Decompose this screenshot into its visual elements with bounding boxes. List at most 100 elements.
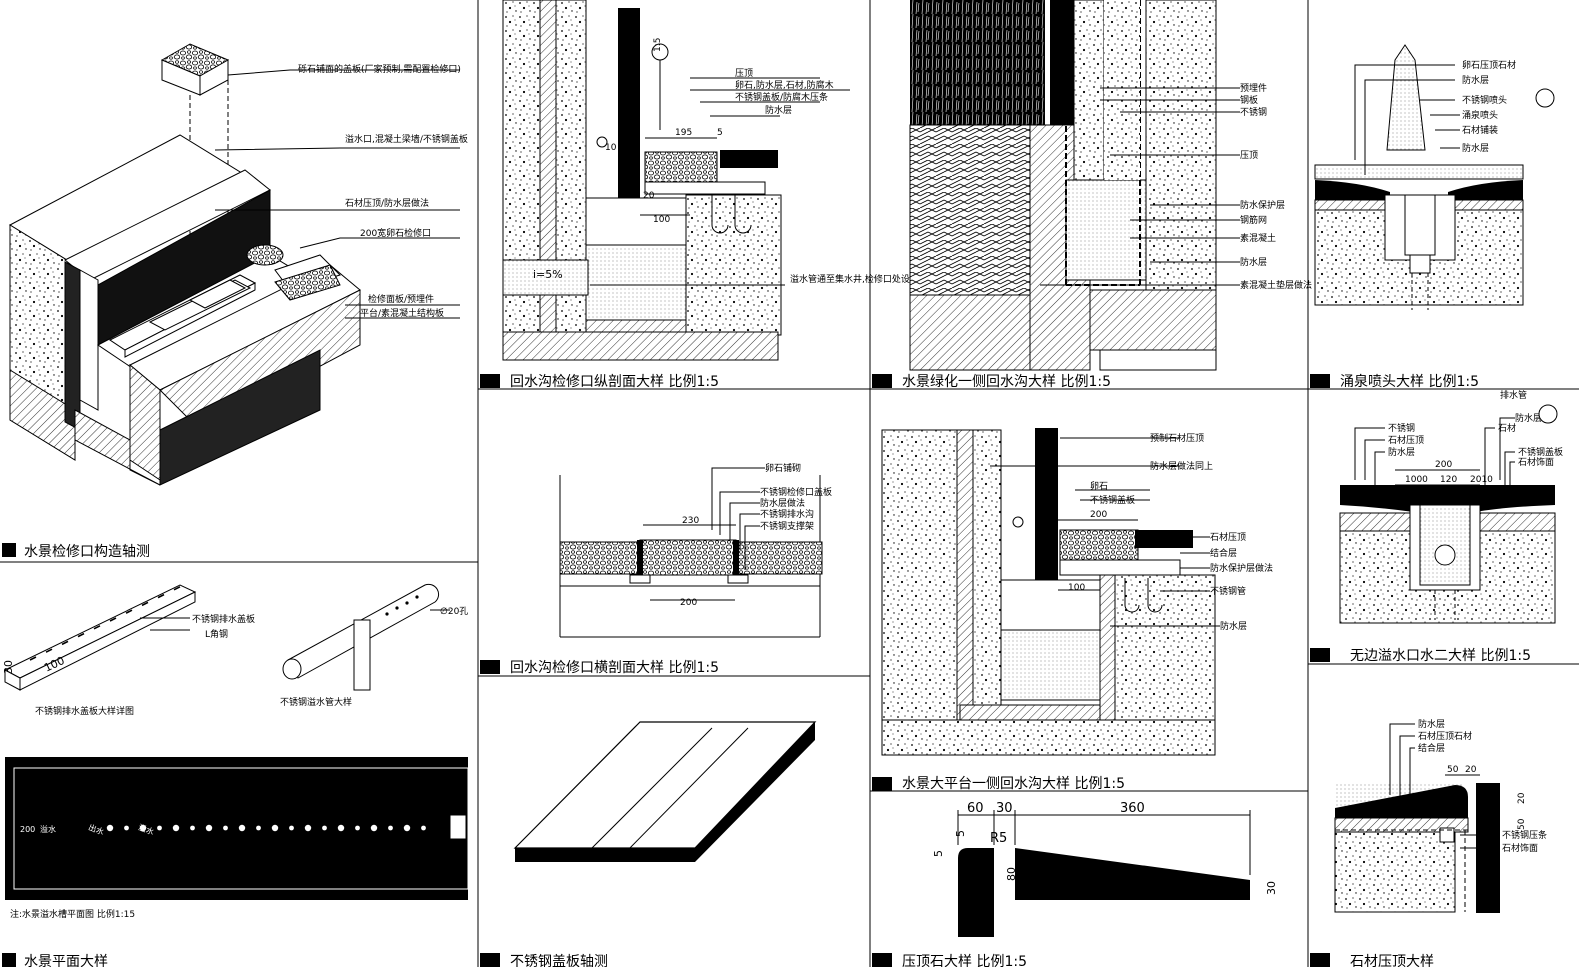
secB-dim-200: 200 [680,598,697,608]
secA-note-6: 溢水管通至集水井,检修口处设置盖板 [790,273,937,285]
secA-note-4: 防水层 [765,104,792,116]
grating-slots [29,586,181,661]
edge-dim-20: 20 [1465,765,1477,775]
edge-note-4: 不锈钢压条 [1502,829,1547,841]
fountain-note-4: 涌泉喷头 [1462,109,1498,121]
secB-note-4: 不锈钢排水沟 [760,508,814,520]
plan-label-1: 200 [20,825,35,834]
weir-title-marker [1310,648,1330,662]
axo-title-marker [2,543,16,557]
axo-note-2: 溢水口,混凝土梁墙/不锈钢盖板 [345,133,468,145]
fountain-note-2: 防水层 [1462,74,1489,86]
secD-note-5: 石材压顶 [1210,531,1246,543]
edge-dim-50: 50 [1447,765,1459,775]
secB-note-1: 卵石铺砌 [765,462,801,474]
axonometric-panel: 砾石铺面的盖板(厂家预制,需配置检修口) 溢水口,混凝土梁墙/不锈钢盖板 石材压… [2,43,468,560]
parts-caption-2: 不锈钢溢水管大样 [280,696,352,708]
profile-dim-5b: 5 [932,850,945,857]
fountain-note-6: 防水层 [1462,142,1489,154]
weir-note-4: 石材 [1498,422,1516,434]
profile-dim-30-right: 30 [1265,881,1278,895]
section-b-panel: 200 230 卵石铺砌 不锈钢检修口盖板 防水层做法 不锈钢排水沟 不锈钢支撑… [480,462,832,676]
grating-slot [157,593,165,599]
weir-note-1: 不锈钢 [1388,422,1415,434]
weir-dim-2010: 2010 [1470,475,1493,485]
plan-hole [355,825,360,831]
profile-dim-360: 360 [1120,801,1145,816]
edge-note-2: 石材压顶石材 [1418,730,1472,742]
axo-note-1: 砾石铺面的盖板(厂家预制,需配置检修口) [298,63,461,75]
fountain-note-3: 不锈钢喷头 [1462,94,1507,106]
section-a-panel: 压顶 卵石,防水层,石材,防腐木 不锈钢盖板/防腐木压条 防水层 1:5 溢水管… [480,0,937,390]
section-c-panel: 预埋件 钢板 不锈钢 压顶 防水保护层 钢筋网 素混凝土 防水层 素混凝土垫层做… [872,0,1312,390]
plan-hole [106,824,114,832]
secB-note-2: 不锈钢检修口盖板 [760,486,832,498]
fountain-note-5: 石材铺装 [1462,124,1498,136]
secD-note-6: 结合层 [1210,547,1237,559]
fountain-title-marker [1310,374,1330,388]
grating-title: 不锈钢盖板轴测 [510,954,608,967]
secC-note-7: 素混凝土 [1240,232,1276,244]
profile-dim-5a: 5 [954,830,967,837]
plan-hole [238,824,246,832]
weir-note-2: 石材压顶 [1388,434,1424,446]
secC-note-3: 不锈钢 [1240,106,1267,118]
plan-hole [337,824,345,832]
parts-caption-1: 不锈钢排水盖板大样详图 [35,705,134,717]
edge-note-1: 防水层 [1418,718,1445,730]
secB-dim-230: 230 [682,516,699,526]
secA-dim-100: 100 [653,215,670,225]
secA-title: 回水沟检修口纵剖面大样 比例1:5 [510,374,719,390]
weir-note-7: 石材饰面 [1518,456,1554,468]
secA-dim-195: 195 [675,128,692,138]
weir-note-8: 排水管 [1500,389,1527,401]
secA-dim-5: 5 [717,128,723,138]
plan-hole [388,825,393,831]
axo-note-3: 石材压顶/防水层做法 [345,197,429,209]
axo-note-5: 检修面板/预埋件 [368,293,434,305]
secC-note-4: 压顶 [1240,150,1258,161]
secB-note-3: 防水层做法 [760,497,805,509]
secD-note-1: 预制石材压顶 [1150,432,1204,444]
secD-dim-200: 200 [1090,510,1107,520]
grating-slot [61,640,69,646]
edge-title: 石材压顶大样 [1350,954,1434,967]
plan-hole [256,825,261,831]
profile-dim-30-top: 30 [996,801,1013,816]
secD-title: 水景大平台一侧回水沟大样 比例1:5 [902,776,1125,792]
plan-hole [289,825,294,831]
secC-note-8: 防水层 [1240,256,1267,268]
weir-dim-200: 200 [1435,460,1452,470]
secD-dim-100: 100 [1068,583,1085,593]
grating-slot [109,617,117,622]
plan-hole [322,825,327,831]
secA-note-1: 压顶 [735,68,753,79]
secA-note-5: 1:5 [653,38,663,52]
parts-note-angle: L角钢 [205,628,228,640]
plan-hole [157,825,162,831]
grating-axo-panel: 不锈钢盖板轴测 [480,721,817,967]
edge-dim-20-right: 20 [1517,792,1527,804]
grating-slot [173,586,181,591]
secC-note-2: 钢板 [1240,94,1258,106]
secD-note-8: 不锈钢管 [1210,585,1246,597]
plan-hole [370,824,378,832]
secA-note-3: 不锈钢盖板/防腐木压条 [735,91,828,103]
plan-hole [205,824,213,832]
secB-title: 回水沟检修口横剖面大样 比例1:5 [510,660,719,676]
parts-dim-30: 30 [2,660,15,674]
secD-note-3: 卵石 [1090,481,1108,492]
grating-slot [45,648,53,653]
pipe-note: ∅20孔 [440,606,468,617]
edge-note-3: 结合层 [1418,742,1445,754]
fountain-note-1: 卵石压顶石材 [1462,59,1516,71]
fountain-panel: 卵石压顶石材 防水层 不锈钢喷头 涌泉喷头 石材铺装 防水层 涌泉喷头大样 比例… [1310,44,1555,390]
secC-note-5: 防水保护层 [1240,199,1285,211]
axo-title: 水景检修口构造轴测 [24,544,150,560]
edge-panel: 50 20 20 50 防水层 石材压顶石材 结合层 不锈钢压条 石材饰面 石材… [1310,718,1547,967]
plan-hole [223,825,228,831]
profile-dim-80: 80 [1005,867,1018,881]
secC-title: 水景绿化一侧回水沟大样 比例1:5 [902,374,1111,390]
plan-hole [172,824,180,832]
